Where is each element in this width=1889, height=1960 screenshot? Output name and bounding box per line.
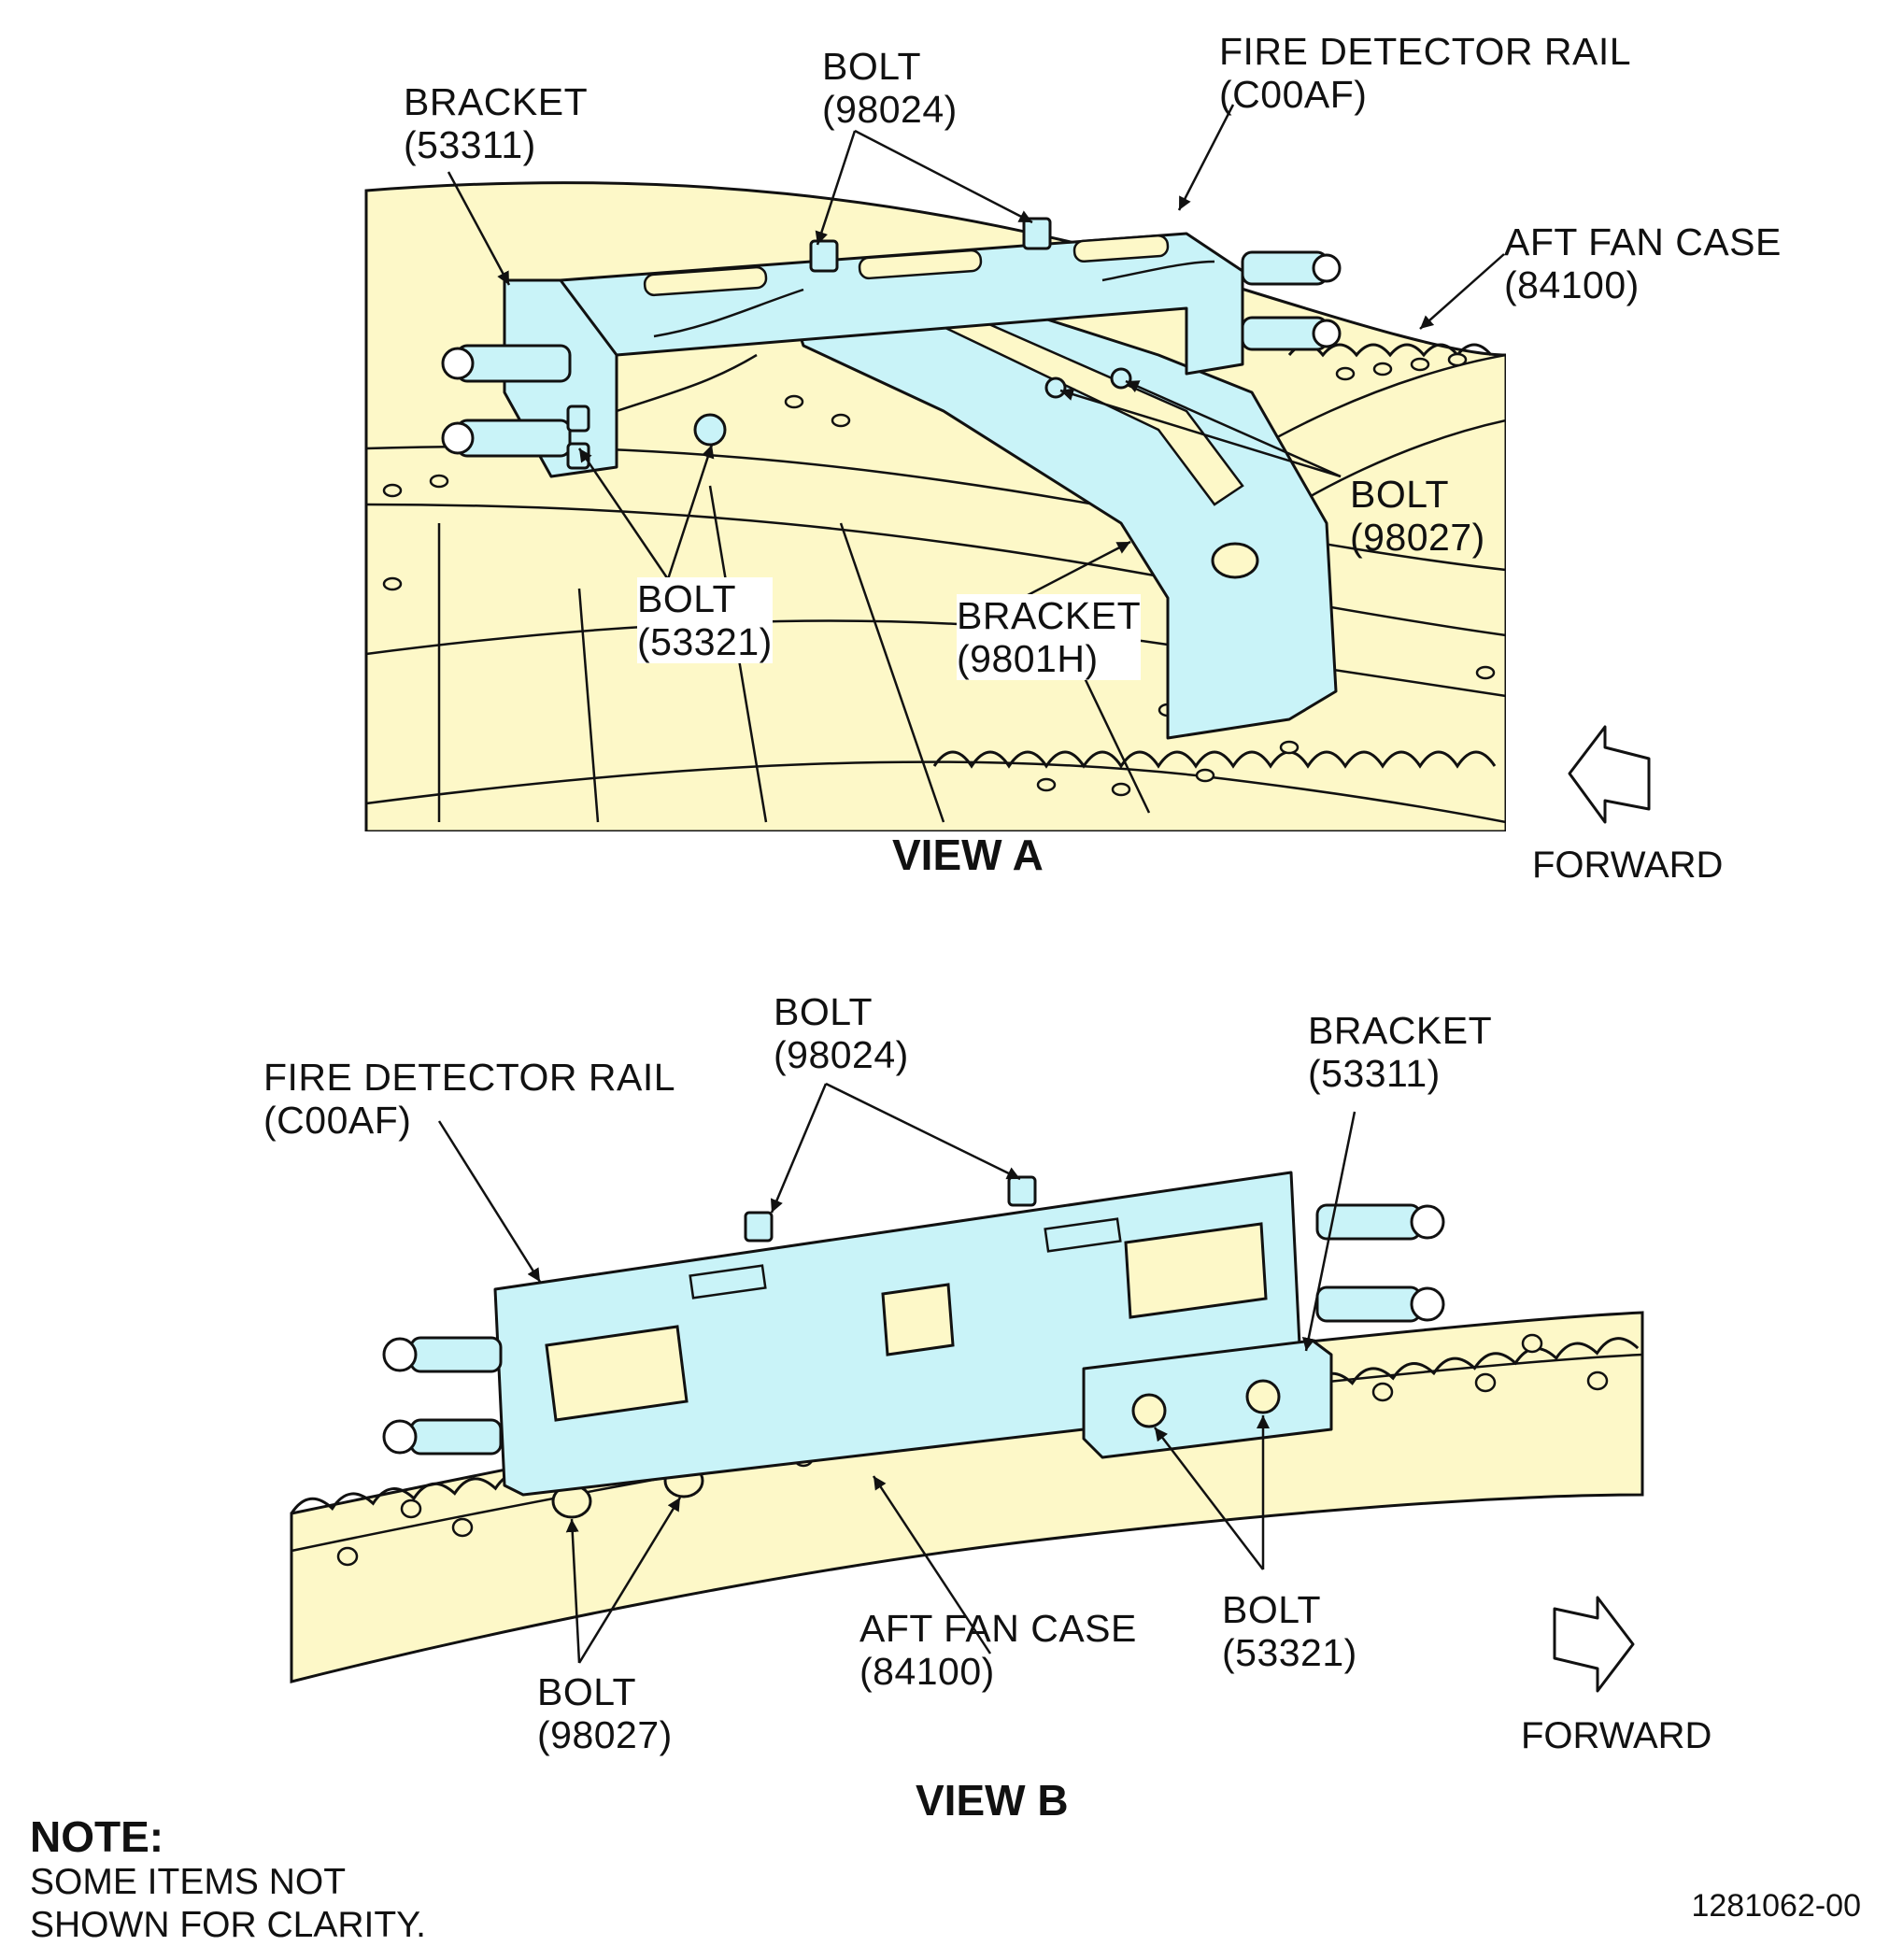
label-aft-fan-case-b: AFT FAN CASE(84100)	[859, 1607, 1137, 1693]
view-b-title: VIEW B	[916, 1776, 1069, 1825]
view-a-title: VIEW A	[892, 831, 1044, 879]
label-fire-detector-rail-b: FIRE DETECTOR RAIL(C00AF)	[263, 1056, 676, 1142]
note-line-2: SHOWN FOR CLARITY.	[30, 1905, 426, 1945]
forward-label-b: FORWARD	[1521, 1715, 1712, 1756]
label-bracket-9801h-a: BRACKET(9801H)	[957, 594, 1142, 680]
view-b-illustration	[290, 1082, 1644, 1683]
forward-label-a: FORWARD	[1532, 845, 1724, 886]
label-aft-fan-case-a: AFT FAN CASE(84100)	[1504, 220, 1782, 306]
label-bolt-98027-a: BOLT(98027)	[1350, 473, 1485, 559]
forward-arrow-a	[1568, 725, 1651, 824]
label-fire-detector-rail-a: FIRE DETECTOR RAIL(C00AF)	[1219, 30, 1632, 116]
figure-number: 1281062-00	[1691, 1888, 1861, 1924]
label-bracket-53311-b: BRACKET(53311)	[1308, 1009, 1493, 1095]
scalloped-flange-a	[932, 750, 1497, 769]
label-bolt-98024-b: BOLT(98024)	[774, 990, 909, 1076]
note-heading: NOTE:	[30, 1812, 164, 1861]
bracket-9801h-a	[792, 278, 1338, 740]
label-bolt-53321-a: BOLT(53321)	[637, 577, 773, 663]
note-line-1: SOME ITEMS NOT	[30, 1862, 347, 1902]
label-bracket-53311-a: BRACKET(53311)	[404, 80, 589, 166]
label-bolt-53321-b: BOLT(53321)	[1222, 1588, 1357, 1674]
forward-arrow-b	[1553, 1596, 1635, 1693]
label-bolt-98024-a: BOLT(98024)	[822, 45, 958, 131]
view-a-illustration	[364, 104, 1506, 831]
note-block: NOTE: SOME ITEMS NOT SHOWN FOR CLARITY.	[30, 1812, 426, 1947]
label-bolt-98027-b: BOLT(98027)	[537, 1670, 673, 1756]
